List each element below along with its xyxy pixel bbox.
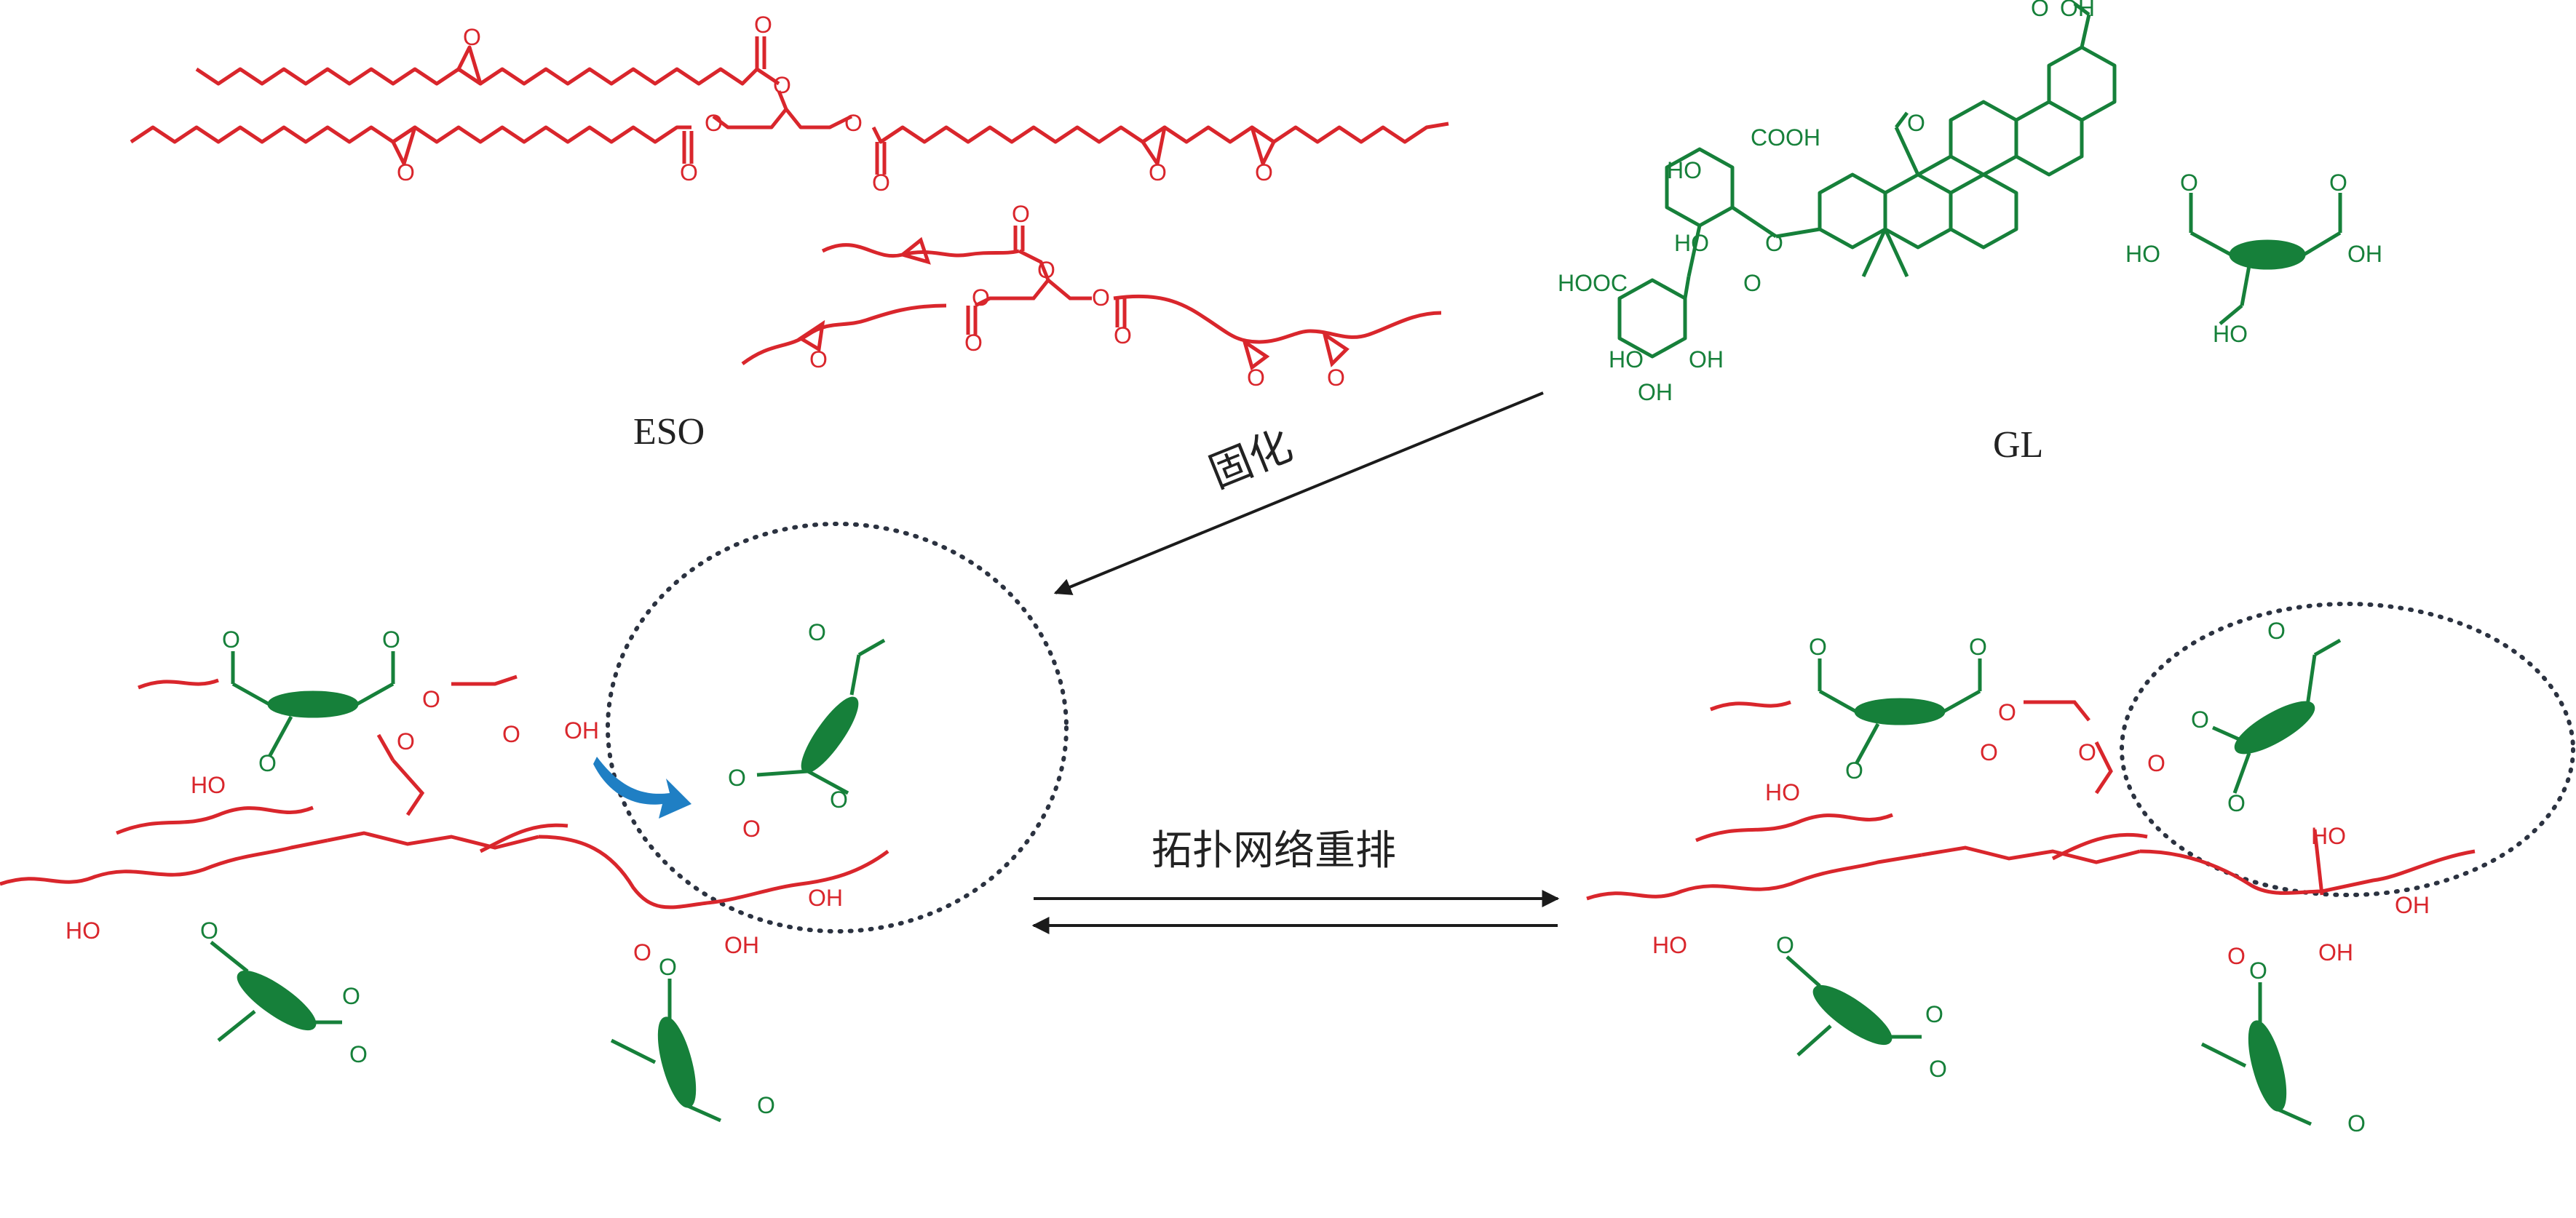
svg-text:HO: HO	[1674, 230, 1709, 256]
svg-text:O: O	[422, 686, 440, 712]
svg-text:OH: OH	[808, 885, 843, 911]
svg-text:OH: OH	[1638, 379, 1673, 405]
svg-text:COOH: COOH	[1751, 124, 1820, 151]
svg-text:O: O	[2147, 750, 2165, 776]
svg-text:O: O	[2031, 0, 2049, 21]
eso-atom-labels: O O O O O O O O O O	[397, 12, 1273, 196]
svg-text:O: O	[1907, 110, 1925, 136]
svg-text:O: O	[1925, 1001, 1943, 1027]
svg-text:O: O	[1765, 230, 1783, 256]
svg-text:O: O	[1255, 159, 1273, 186]
svg-text:O: O	[222, 626, 240, 653]
svg-text:HO: HO	[2311, 823, 2346, 849]
eso-label: ESO	[633, 411, 705, 453]
svg-text:O: O	[2329, 170, 2347, 196]
gl-atom-labels: OH O O COOH HO HO O HOOC HO OH OH O HO O…	[1558, 0, 2382, 405]
svg-text:O: O	[1114, 322, 1132, 349]
svg-text:O: O	[972, 284, 990, 311]
svg-text:O: O	[2227, 790, 2246, 816]
svg-text:HO: HO	[2213, 321, 2248, 347]
svg-text:O: O	[463, 24, 481, 50]
svg-text:O: O	[659, 954, 677, 980]
svg-text:OH: OH	[724, 932, 759, 958]
curing-arrow	[1053, 391, 1544, 595]
svg-text:O: O	[742, 816, 761, 842]
svg-text:OH: OH	[2318, 939, 2353, 966]
svg-text:O: O	[1845, 757, 1863, 784]
eso-simplified-structure	[741, 226, 1442, 371]
svg-text:O: O	[809, 346, 828, 373]
svg-text:HO: HO	[1652, 932, 1687, 958]
svg-text:O: O	[680, 159, 698, 186]
svg-text:O: O	[2249, 958, 2267, 984]
svg-text:O: O	[2078, 739, 2096, 765]
svg-text:O: O	[1247, 365, 1265, 391]
svg-text:O: O	[1929, 1056, 1947, 1082]
svg-text:O: O	[382, 626, 400, 653]
svg-text:O: O	[728, 765, 746, 791]
svg-text:O: O	[1743, 270, 1761, 296]
epoxide-ring-1	[456, 45, 483, 86]
svg-text:OH: OH	[1689, 346, 1724, 373]
epoxide-ring-4	[1250, 125, 1276, 166]
svg-text:O: O	[1998, 699, 2016, 725]
svg-text:HO: HO	[1667, 157, 1702, 183]
svg-text:O: O	[1980, 739, 1998, 765]
network-after: O O HO O O HO OH OH HO O O O O O O O O O…	[1586, 602, 2575, 1137]
svg-text:O: O	[1037, 257, 1055, 283]
epoxide-ring-3	[1141, 125, 1167, 166]
svg-text:O: O	[1809, 634, 1827, 660]
gl-label: GL	[1993, 424, 2043, 466]
svg-text:O: O	[1092, 284, 1110, 311]
svg-text:HO: HO	[2125, 241, 2160, 267]
svg-text:O: O	[342, 983, 360, 1009]
eso-structure	[130, 36, 1449, 175]
svg-text:O: O	[1149, 159, 1167, 186]
svg-text:OH: OH	[2395, 892, 2430, 918]
svg-text:O: O	[349, 1041, 368, 1067]
svg-text:O: O	[397, 159, 415, 186]
svg-text:O: O	[1012, 201, 1030, 227]
svg-text:O: O	[1969, 634, 1987, 660]
exchange-arrow	[593, 757, 691, 819]
svg-text:OH: OH	[2060, 0, 2095, 21]
svg-text:O: O	[773, 72, 791, 98]
rearrangement-label: 拓扑网络重排	[1152, 827, 1396, 875]
svg-text:HO: HO	[1609, 346, 1644, 373]
svg-text:O: O	[633, 939, 651, 966]
svg-text:O: O	[844, 110, 863, 136]
svg-text:HOOC: HOOC	[1558, 270, 1628, 296]
svg-text:O: O	[397, 728, 415, 755]
gl-structure	[1617, 2, 2342, 359]
epoxide-ring-2	[391, 125, 417, 166]
svg-text:OH: OH	[564, 717, 599, 744]
svg-text:O: O	[258, 750, 277, 776]
svg-text:O: O	[2180, 170, 2198, 196]
svg-text:O: O	[808, 619, 826, 645]
svg-text:O: O	[1776, 932, 1794, 958]
svg-text:O: O	[2347, 1110, 2366, 1137]
curing-label: 固化	[1202, 420, 1299, 498]
svg-text:HO: HO	[1765, 779, 1800, 805]
svg-text:O: O	[705, 110, 723, 136]
svg-text:HO: HO	[66, 918, 100, 944]
network-before: O O OH HO O OH OH HO O O O O O O O O O O…	[0, 522, 1069, 1123]
svg-text:O: O	[872, 170, 890, 196]
svg-text:OH: OH	[2347, 241, 2382, 267]
svg-text:O: O	[757, 1092, 775, 1118]
svg-text:O: O	[2227, 943, 2246, 969]
svg-text:O: O	[2191, 706, 2209, 733]
reaction-site-circle-left	[606, 522, 1069, 934]
svg-text:O: O	[964, 330, 983, 356]
svg-text:O: O	[1327, 365, 1345, 391]
reaction-site-circle-right	[2120, 602, 2575, 897]
svg-text:O: O	[830, 787, 848, 813]
svg-text:O: O	[2267, 618, 2286, 644]
svg-text:O: O	[200, 918, 218, 944]
svg-text:O: O	[502, 721, 520, 747]
svg-text:O: O	[754, 12, 772, 38]
svg-text:HO: HO	[191, 772, 226, 798]
